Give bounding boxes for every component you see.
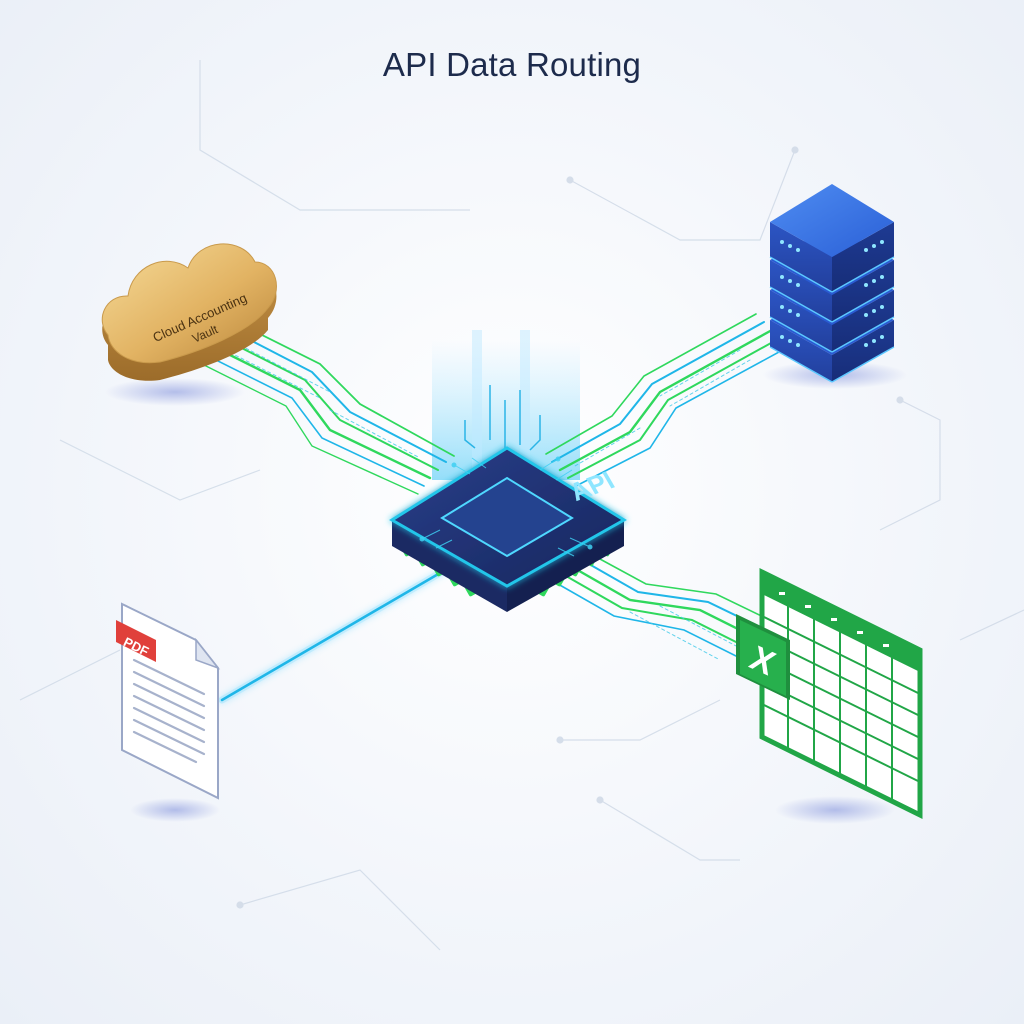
trace-pdf: [218, 562, 456, 704]
trace-bundle-cloud: [165, 307, 455, 495]
spreadsheet-grid: [761, 585, 921, 802]
database-server-icon: [763, 184, 907, 389]
pdf-document-icon: PDF: [116, 602, 221, 822]
page-title: API Data Routing: [382, 46, 642, 83]
api-chip: API: [389, 446, 627, 612]
db-layer-1: [769, 184, 895, 293]
trace-bundle-excel: [543, 545, 779, 661]
background-circuit-lines: [19, 60, 1024, 951]
cloud-accounting-vault-icon: Cloud Accounting Vault: [101, 243, 277, 406]
db-status-lights: [780, 240, 884, 347]
spreadsheet-icon: X: [736, 567, 923, 824]
chip-circuits: [419, 456, 593, 557]
trace-bundle-database: [545, 313, 791, 487]
light-beam: [432, 330, 580, 480]
